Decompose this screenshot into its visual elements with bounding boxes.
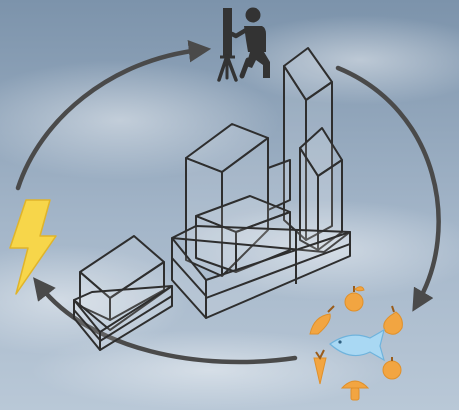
diagram-canvas [0, 0, 459, 410]
cycle-diagram [0, 0, 459, 410]
